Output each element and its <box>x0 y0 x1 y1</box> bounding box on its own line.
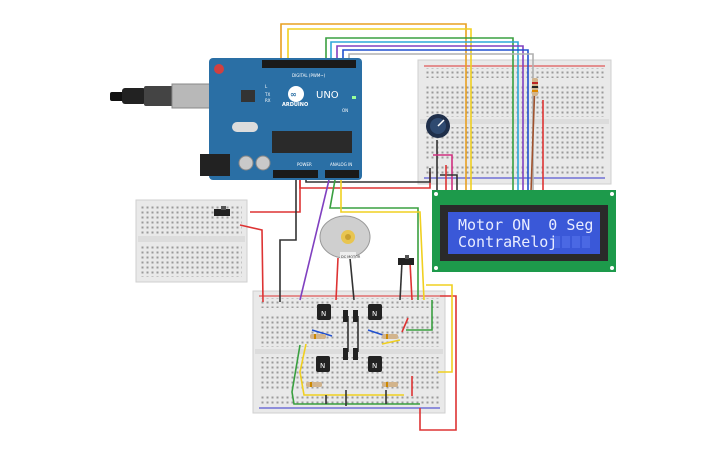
on-label: ON <box>342 108 348 113</box>
svg-text:∞: ∞ <box>290 90 297 99</box>
wires <box>239 23 544 431</box>
breadboard-small-left[interactable] <box>135 199 248 283</box>
rx-label: RX <box>265 98 271 103</box>
lcd-line-2: ContraReloj <box>458 233 557 251</box>
analog-header[interactable] <box>325 170 359 178</box>
arduino-uno-board[interactable]: ∞ ARDUINO UNO DIGITAL (PWM~) POWER ANALO… <box>200 58 362 180</box>
dc-motor-icon[interactable]: DC MOTOR <box>319 215 371 259</box>
power-header[interactable] <box>273 170 318 178</box>
transistor-icon-3[interactable]: N <box>316 356 330 372</box>
transistor-label-1: N <box>321 310 326 318</box>
lcd-line-1: Motor ON 0 Seg <box>458 216 593 234</box>
usb-cable-icon <box>110 83 211 109</box>
lcd-module: Motor ON 0 Seg ContraReloj <box>432 190 616 272</box>
transistor-label-4: N <box>372 362 377 370</box>
arduino-logo-icon <box>288 86 304 102</box>
breadboard-bottom[interactable] <box>252 290 446 414</box>
slide-switch-icon[interactable] <box>214 206 230 216</box>
transistor-icon-4[interactable]: N <box>368 356 382 372</box>
arduino-model: UNO <box>316 90 339 101</box>
slide-switch-icon-2[interactable] <box>398 255 414 265</box>
atmega-chip <box>272 131 352 153</box>
resistor-icons-bottom <box>306 334 398 387</box>
transistor-label-3: N <box>320 362 325 370</box>
analog-label: ANALOG IN <box>330 162 352 167</box>
motor-label: DC MOTOR <box>341 255 361 259</box>
transistor-icon[interactable]: N <box>317 304 331 320</box>
tx-label: TX <box>264 92 270 97</box>
digital-label: DIGITAL (PWM~) <box>292 73 326 78</box>
potentiometer-icon[interactable] <box>426 114 450 138</box>
breadboard-top-right[interactable] <box>417 59 612 185</box>
arduino-brand: ARDUINO <box>282 102 308 108</box>
resistor-icon <box>532 78 538 96</box>
transistor-icon-2[interactable]: N <box>368 304 382 320</box>
diode-icons <box>343 310 358 360</box>
power-label: POWER <box>297 162 312 167</box>
transistor-label-2: N <box>372 310 377 318</box>
l-label: L <box>265 84 268 89</box>
digital-header[interactable] <box>262 60 356 68</box>
